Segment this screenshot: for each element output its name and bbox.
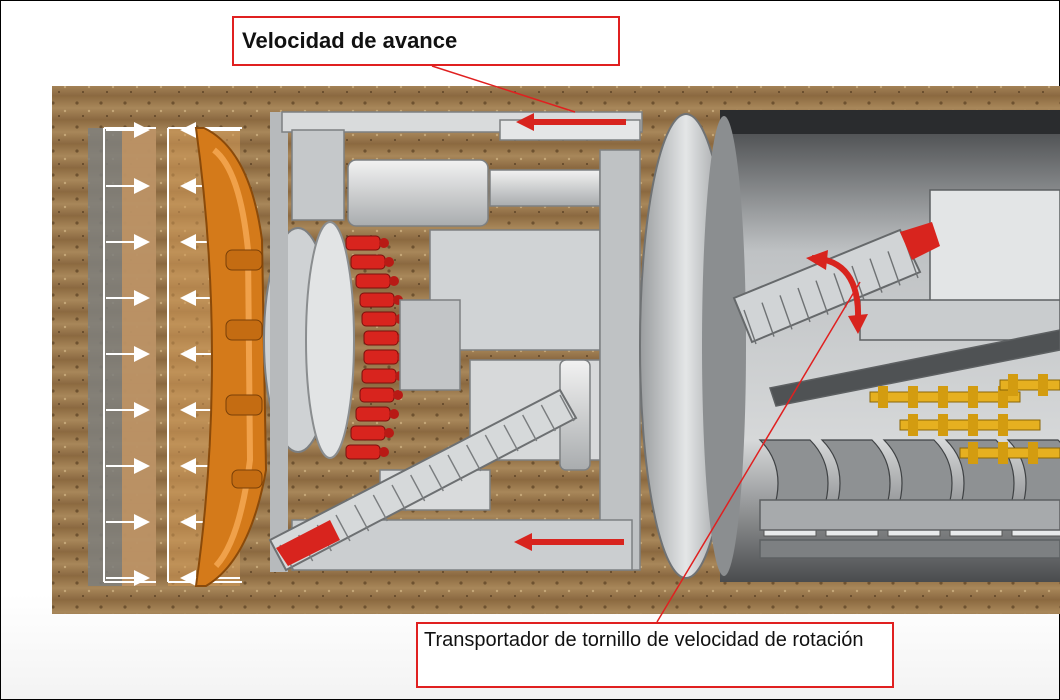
rotation-arrow [806,250,868,334]
screw-conveyor-upper [732,222,940,345]
segment-erector-equipment [869,374,1060,464]
callout-leaders [431,65,861,623]
machinery [281,111,643,571]
screw-conveyor-label: Transportador de tornillo de velocidad d… [416,622,894,688]
screw-conveyor-lower [268,388,578,572]
backup-equipment [759,189,1060,559]
advance-arrows [514,113,626,551]
advance-speed-label: Velocidad de avance [232,16,620,66]
cutter-drive [263,112,355,572]
cutterhead [194,127,268,587]
